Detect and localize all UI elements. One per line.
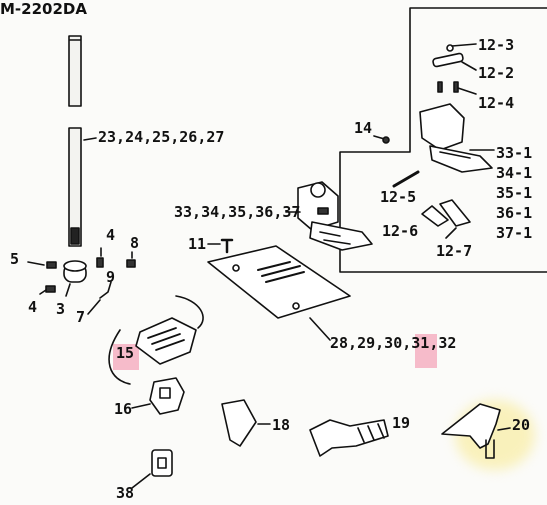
label-23-27: 23,24,25,26,27 bbox=[98, 128, 225, 146]
label-19: 19 bbox=[392, 414, 411, 432]
label-3: 3 bbox=[56, 300, 66, 318]
label-11: 11 bbox=[188, 235, 207, 253]
presser-foot-inset bbox=[419, 103, 493, 173]
label-36-1: 36-1 bbox=[496, 204, 533, 222]
part-12-6 bbox=[421, 205, 449, 227]
highlight-28-32 bbox=[415, 334, 437, 368]
label-7: 7 bbox=[76, 308, 86, 326]
label-5: 5 bbox=[10, 250, 20, 268]
part-12-7 bbox=[439, 199, 471, 227]
presser-foot-main bbox=[297, 181, 373, 251]
highlight-15 bbox=[113, 344, 139, 370]
label-37-1: 37-1 bbox=[496, 224, 533, 242]
label-8: 8 bbox=[130, 234, 140, 252]
label-35-1: 35-1 bbox=[496, 184, 533, 202]
inset-frame bbox=[339, 7, 547, 273]
screw-4a bbox=[96, 257, 104, 268]
label-15: 15 bbox=[116, 344, 135, 362]
label-12-5: 12-5 bbox=[380, 188, 417, 206]
screw-5 bbox=[46, 261, 57, 269]
label-12-3: 12-3 bbox=[478, 36, 515, 54]
label-33-37: 33,34,35,36,37 bbox=[174, 203, 301, 221]
label-28-32: 28,29,30,31,32 bbox=[330, 334, 457, 352]
label-18: 18 bbox=[272, 416, 291, 434]
model-title: M-2202DA bbox=[0, 0, 87, 18]
part-18 bbox=[221, 399, 257, 447]
screw-8 bbox=[126, 259, 136, 268]
needle-bar-shaft bbox=[68, 35, 82, 247]
label-9: 9 bbox=[106, 268, 116, 286]
pin-12-5 bbox=[392, 170, 420, 188]
feed-dog-15 bbox=[108, 295, 204, 385]
part-19 bbox=[309, 419, 389, 457]
wire-9 bbox=[99, 281, 112, 299]
label-4b: 4 bbox=[28, 298, 38, 316]
label-12-7: 12-7 bbox=[436, 242, 473, 260]
label-16: 16 bbox=[114, 400, 133, 418]
label-20: 20 bbox=[512, 416, 531, 434]
screw-4b bbox=[45, 285, 56, 293]
label-14: 14 bbox=[354, 119, 373, 137]
label-33-1: 33-1 bbox=[496, 144, 533, 162]
needle-plate bbox=[207, 245, 351, 319]
label-12-2: 12-2 bbox=[478, 64, 515, 82]
plate-12-2 bbox=[432, 52, 464, 68]
part-20 bbox=[441, 403, 501, 449]
label-12-6: 12-6 bbox=[382, 222, 419, 240]
label-12-4: 12-4 bbox=[478, 94, 515, 112]
screw-11 bbox=[220, 238, 234, 254]
label-38: 38 bbox=[116, 484, 135, 502]
label-34-1: 34-1 bbox=[496, 164, 533, 182]
label-4a: 4 bbox=[106, 226, 116, 244]
